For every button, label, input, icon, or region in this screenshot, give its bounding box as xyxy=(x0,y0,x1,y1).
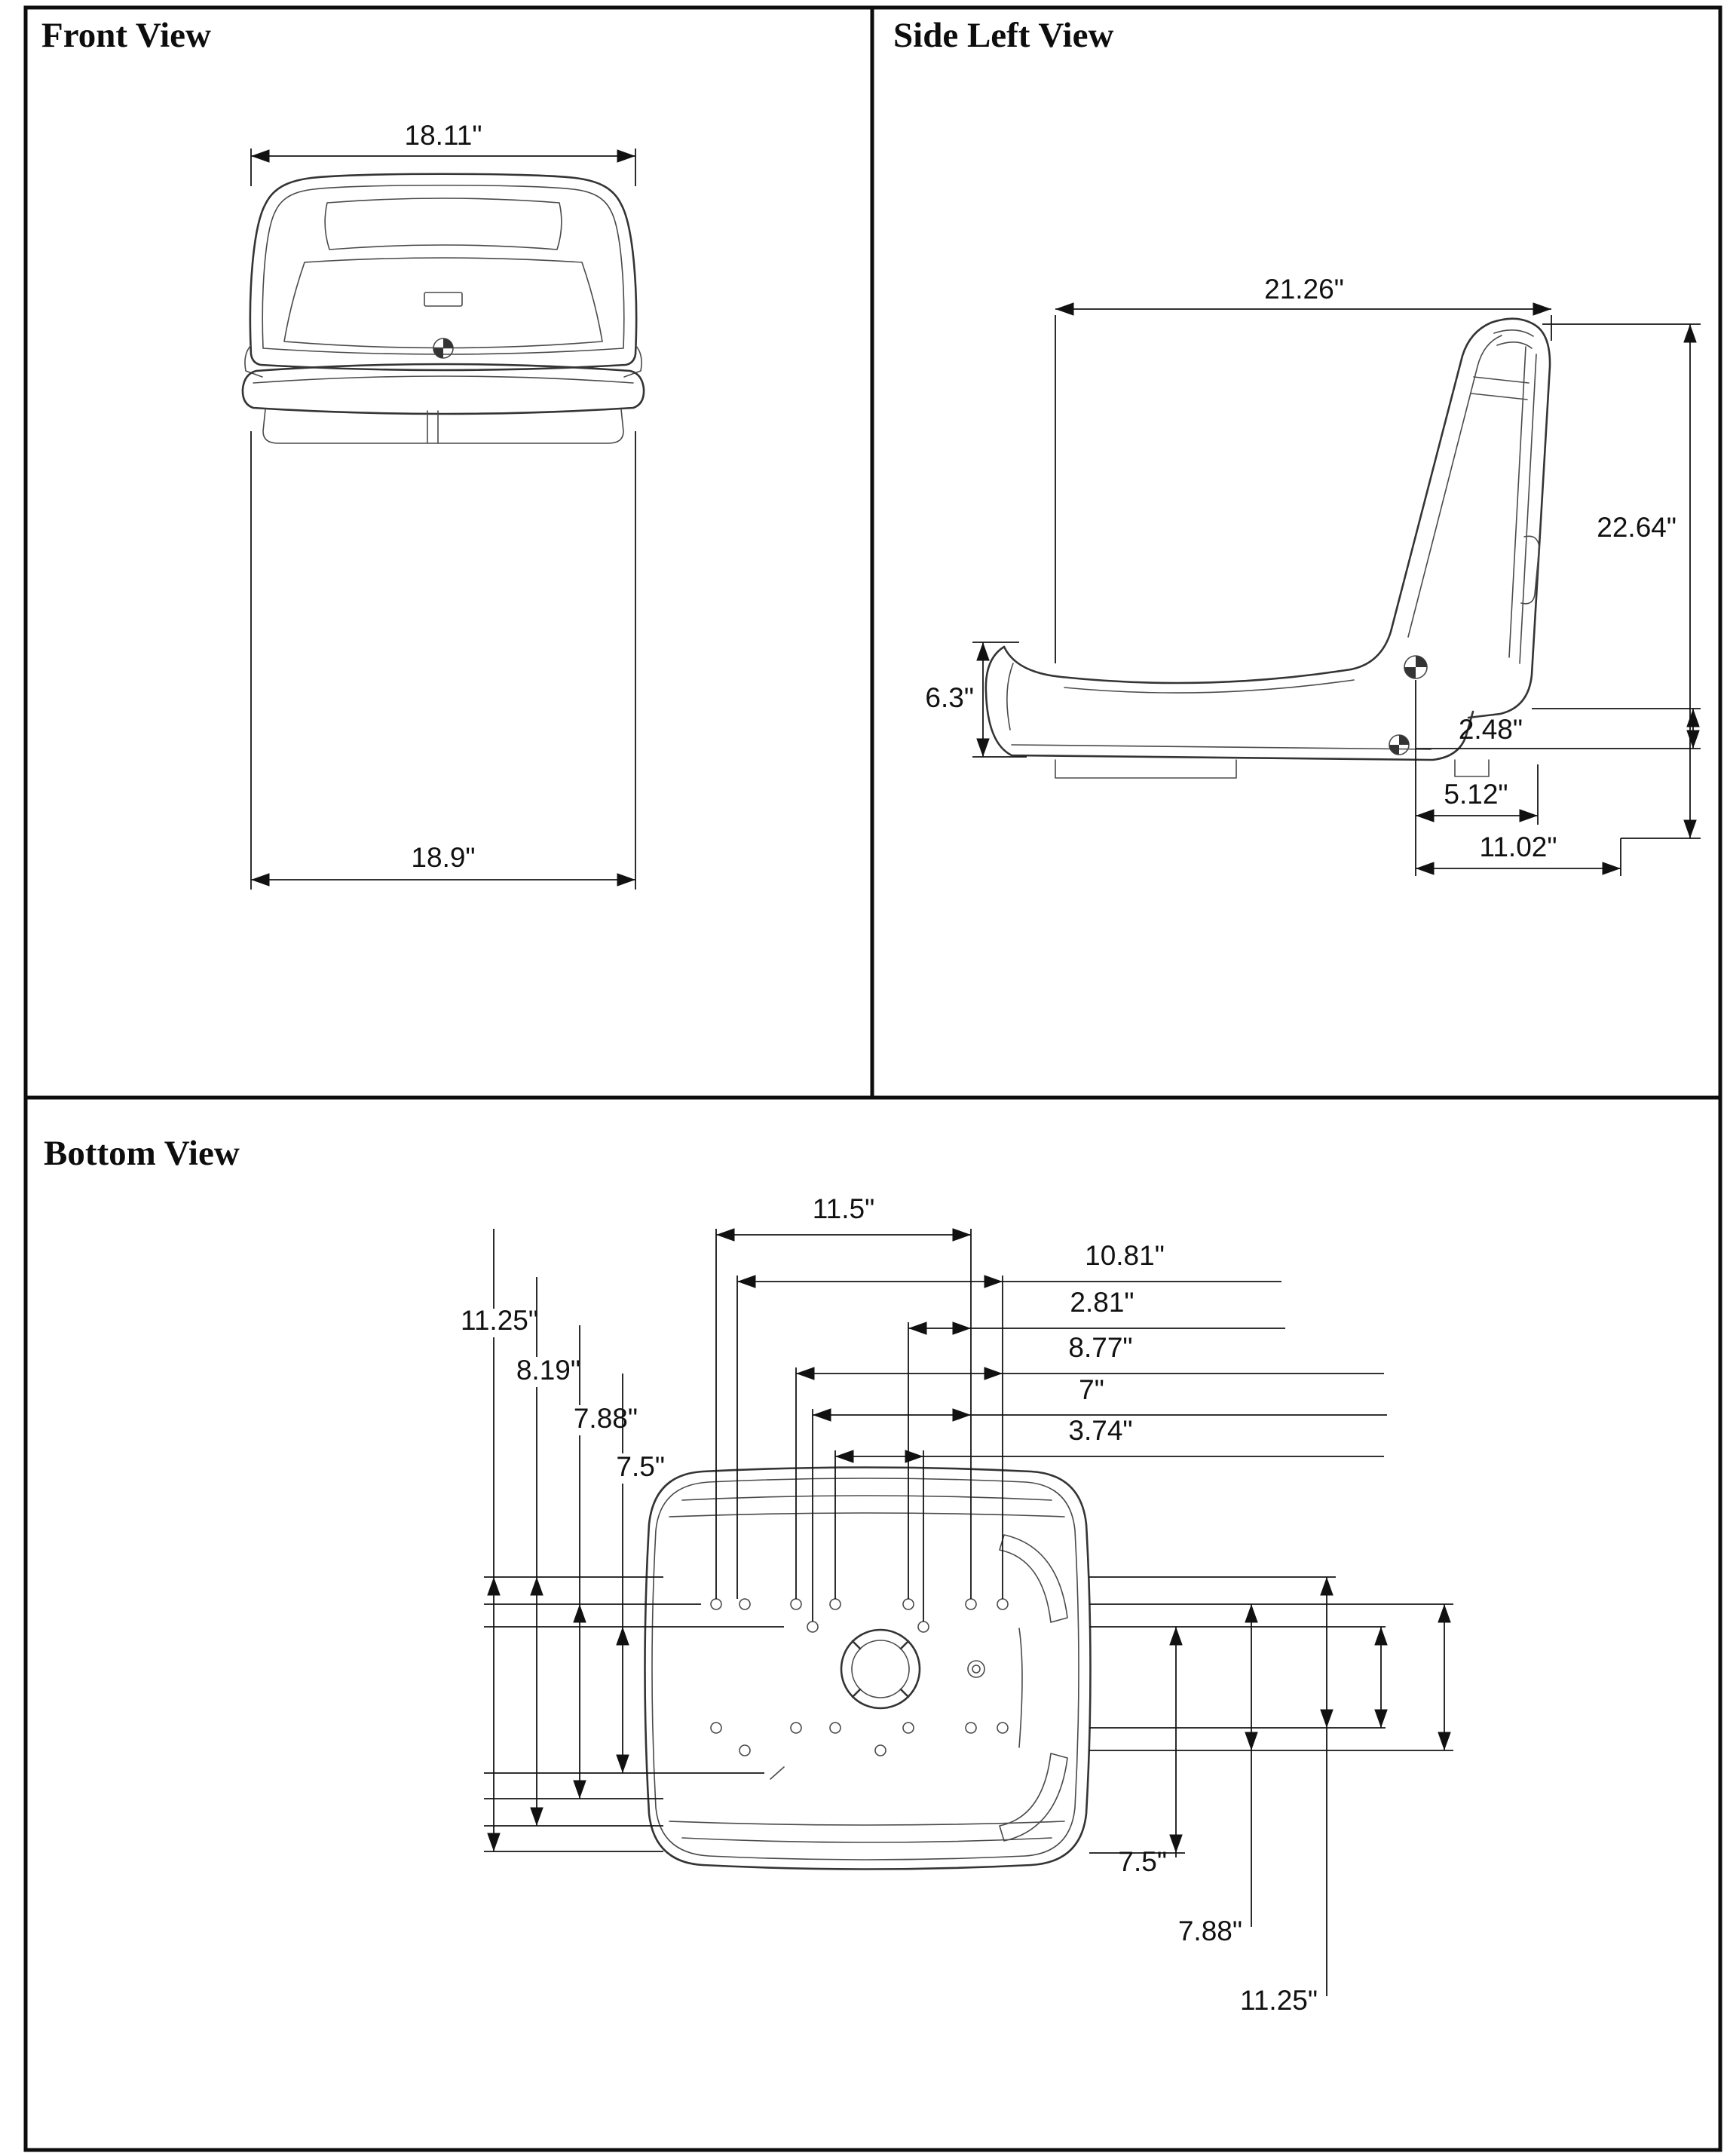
bottom-view-dimensions: 11.5" 10.81" 2.81" 8.77" 7" 3.74" 11.25 xyxy=(461,1193,1453,2016)
panel-borders xyxy=(23,5,1722,2152)
side-view-drawing xyxy=(984,317,1551,779)
center-drain-cap xyxy=(840,1628,921,1710)
dim-side-base-length: 11.02" xyxy=(1480,831,1557,862)
dim-bottom-3-74: 3.74" xyxy=(1068,1415,1132,1446)
dim-bottom-8-77: 8.77" xyxy=(1068,1332,1132,1363)
dim-side-overall-depth: 21.26" xyxy=(1264,274,1344,305)
front-datum-target xyxy=(433,338,454,359)
dim-bottom-right-7-5: 7.5" xyxy=(1118,1846,1167,1877)
dim-front-top-width: 18.11" xyxy=(405,120,482,151)
dim-bottom-right-11-25: 11.25" xyxy=(1240,1985,1318,2016)
side-hole xyxy=(967,1660,985,1678)
bottom-view-drawing xyxy=(644,1466,1092,1870)
side-datum-target-upper xyxy=(1404,655,1428,679)
dim-side-seat-height: 6.3" xyxy=(925,682,974,713)
backrest-adjuster-latch xyxy=(1520,535,1540,605)
dim-bottom-10-81: 10.81" xyxy=(1085,1240,1165,1271)
dim-side-hole-spacing: 5.12" xyxy=(1444,779,1508,810)
side-datum-target-lower xyxy=(1389,734,1410,755)
front-view-title: Front View xyxy=(41,16,211,55)
front-view-drawing xyxy=(241,173,645,444)
dim-side-overall-height: 22.64" xyxy=(1597,512,1676,543)
dim-side-mount-offset: 2.48" xyxy=(1459,714,1523,745)
dim-bottom-right-7-88: 7.88" xyxy=(1178,1916,1242,1946)
front-view-dimensions: 18.11" 18.9" xyxy=(250,120,636,890)
orientation-tick xyxy=(770,1766,785,1780)
dim-bottom-left-7-5: 7.5" xyxy=(616,1451,665,1482)
mounting-holes xyxy=(710,1598,1009,1756)
bottom-view-title: Bottom View xyxy=(44,1134,240,1173)
dim-bottom-2-81: 2.81" xyxy=(1070,1287,1134,1318)
dim-bottom-left-8-19: 8.19" xyxy=(516,1355,580,1386)
dim-bottom-11-5: 11.5" xyxy=(813,1193,874,1224)
dim-bottom-left-7-88: 7.88" xyxy=(574,1403,638,1434)
dim-bottom-left-11-25: 11.25" xyxy=(461,1305,538,1336)
side-view-title: Side Left View xyxy=(893,16,1113,55)
side-view-dimensions: 21.26" 22.64" 6.3" 2.48" 5.12" 11.02" xyxy=(925,274,1701,876)
right-slot-upper xyxy=(999,1534,1068,1623)
dim-bottom-7: 7" xyxy=(1079,1374,1104,1405)
dim-front-bottom-width: 18.9" xyxy=(411,842,475,873)
right-slot-lower xyxy=(999,1753,1068,1842)
seat-label-plate xyxy=(424,292,463,307)
